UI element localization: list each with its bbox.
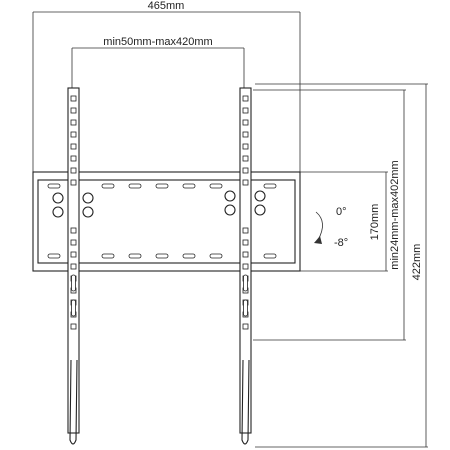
right-arm-knob-right-lower <box>254 204 266 216</box>
arm-hole <box>242 167 249 174</box>
plate-slot <box>155 253 169 259</box>
plate-slot <box>101 253 115 259</box>
tilt-upper-label: 0° <box>336 206 347 218</box>
wall-plate-inner <box>37 179 296 264</box>
arm-hole <box>242 239 249 246</box>
arm-hole <box>242 131 249 138</box>
plate-height-label: 170mm <box>369 204 381 241</box>
arm-hole <box>70 119 77 126</box>
tilt-lower-label: -8° <box>334 237 348 249</box>
arm-hole <box>70 143 77 150</box>
plate-slot <box>128 253 142 259</box>
arm-slot <box>71 299 76 317</box>
arm-hole <box>70 155 77 162</box>
arm-hole <box>242 95 249 102</box>
plate-slot <box>47 183 61 189</box>
dimension-lines <box>32 11 428 448</box>
vesa-vertical-label: min24mm-max402mm <box>389 160 401 269</box>
arm-hole <box>70 251 77 258</box>
plate-slot <box>209 253 223 259</box>
right-arm-bar <box>239 87 252 434</box>
right-arm-knob-right-upper <box>254 190 266 202</box>
plate-slot <box>155 183 169 189</box>
right-arm <box>224 87 266 445</box>
arm-hole <box>70 227 77 234</box>
arm-slot <box>243 274 248 292</box>
tilt-indicator: 0° -8° <box>314 206 348 249</box>
arm-hole <box>242 323 249 330</box>
arm-hole <box>70 131 77 138</box>
arm-hole <box>242 263 249 270</box>
arm-slot <box>71 274 76 292</box>
arm-hole <box>70 107 77 114</box>
tilt-arc-icon <box>315 211 323 241</box>
arm-hole <box>70 95 77 102</box>
arm-hole <box>70 239 77 246</box>
right-arm-knob-lower <box>224 204 236 216</box>
plate-slot <box>263 183 277 189</box>
arm-hole <box>242 251 249 258</box>
plate-slot <box>101 183 115 189</box>
total-height-label: 422mm <box>411 244 423 281</box>
arm-hole <box>70 179 77 186</box>
left-arm-knob-right-upper <box>82 192 94 204</box>
left-arm-knob-lower <box>52 206 64 218</box>
left-arm-knob-right-lower <box>82 206 94 218</box>
left-arm-bar <box>67 87 80 434</box>
vesa-horizontal-label: min50mm-max420mm <box>103 36 212 48</box>
arm-hole <box>242 179 249 186</box>
left-arm-knob-upper <box>52 192 64 204</box>
plate-slot <box>47 253 61 259</box>
arm-hole <box>70 263 77 270</box>
right-safety-cord <box>241 359 250 445</box>
arm-hole <box>242 227 249 234</box>
tilt-arrow-icon <box>314 236 322 244</box>
plate-slot <box>128 183 142 189</box>
arm-hole <box>70 323 77 330</box>
arm-slot <box>243 299 248 317</box>
arm-hole <box>242 119 249 126</box>
arm-hole <box>70 167 77 174</box>
plate-slot <box>182 253 196 259</box>
arm-hole <box>242 107 249 114</box>
right-arm-holes <box>242 95 249 330</box>
total-width-label: 465mm <box>148 0 185 12</box>
plate-slot <box>209 183 223 189</box>
arm-hole <box>242 143 249 150</box>
left-arm-holes <box>70 95 77 330</box>
left-safety-cord <box>69 359 78 445</box>
left-arm <box>52 87 94 445</box>
plate-slot <box>263 253 277 259</box>
plate-slot <box>182 183 196 189</box>
arm-hole <box>242 155 249 162</box>
wall-plate-slots <box>47 183 277 259</box>
right-arm-knob-upper <box>224 190 236 202</box>
